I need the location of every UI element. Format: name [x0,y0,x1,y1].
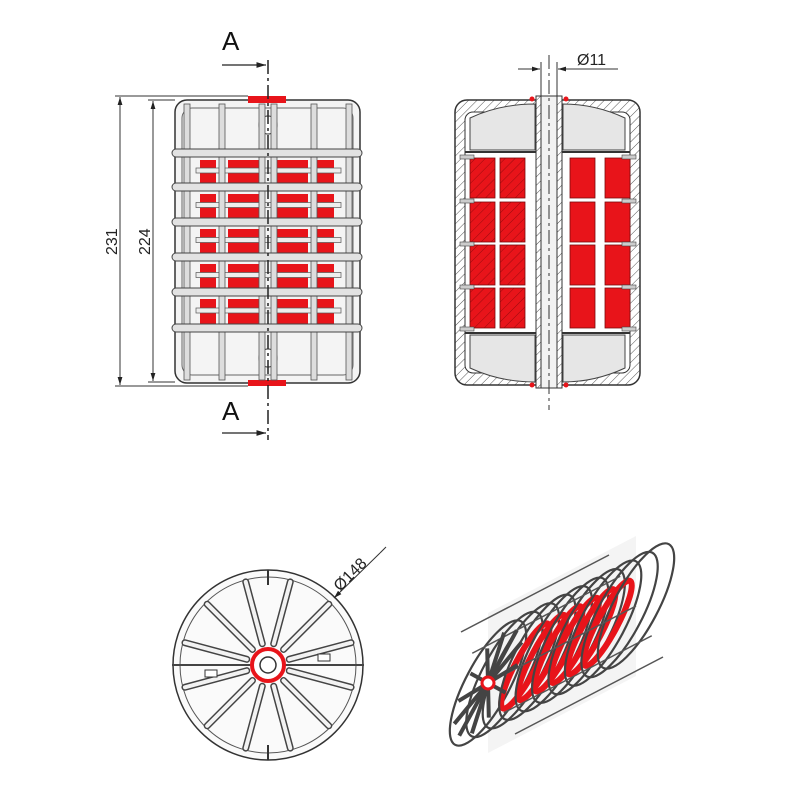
height-dimensions: 231 224 [104,95,248,387]
spoke-inner [243,579,265,646]
dim-shaft-diameter: Ø11 [577,52,606,69]
shell-rib [459,241,475,247]
iso-rib [460,554,610,633]
isometric-view [448,536,676,753]
shell-rib [621,154,637,160]
section-line: A A [222,26,269,440]
iso-cage-ring [580,550,659,679]
iso-magnet-ring [580,577,635,669]
vertical-rib [183,103,191,381]
iso-rib [503,635,653,714]
spoke-inner [287,640,354,662]
spoke-inner [182,640,249,662]
magnet-block [469,201,496,243]
spoke-inner [205,602,255,652]
section-label-top: A [222,26,240,56]
shell-rib [621,326,637,332]
spoke-inner [243,684,265,751]
shell-rib [621,241,637,247]
spoke-inner [281,602,331,652]
dim-outer-diameter: Ø148 [331,555,371,595]
bottom-cap [248,380,286,386]
cage-bar [171,217,363,227]
magnet-block [604,287,631,329]
dim-224: 224 [137,228,154,255]
magnet-block [469,157,496,199]
top-cap [248,96,286,103]
spoke-inner [205,678,255,728]
magnet-block [499,287,526,329]
end-view: Ø148 [172,546,387,761]
magnet-block [604,157,631,199]
front-view [171,96,363,386]
iso-spoke [486,640,524,685]
cage-bar [171,148,363,158]
shell-rib [459,154,475,160]
magnet-block [569,201,596,243]
spoke-inner [271,579,293,646]
iso-rib [514,656,664,735]
magnet-block [499,157,526,199]
spoke-inner [287,668,354,690]
iso-rib [471,575,621,654]
iso-spoke [452,681,490,726]
magnet-block [499,201,526,243]
vertical-rib [345,103,353,381]
vertical-rib [218,103,226,381]
shell-rib [621,284,637,290]
cage-bar [171,182,363,192]
vertical-rib [270,103,278,381]
magnet-block [569,287,596,329]
vertical-rib [258,103,266,381]
shell-rib [621,198,637,204]
shell-rib [459,284,475,290]
shell-rib [459,198,475,204]
magnet-block [469,287,496,329]
magnet-block [469,244,496,286]
magnet-block [604,201,631,243]
cage-bar [171,323,363,333]
magnet-block [569,157,596,199]
section-label-bottom: A [222,396,240,426]
cage-bar [171,252,363,262]
iso-cage-ring [563,559,643,687]
spoke-inner [271,684,293,751]
cage-bar [171,287,363,297]
magnet-block [499,244,526,286]
iso-hub [480,675,496,691]
iso-cage-ring [596,542,676,670]
spoke-inner [182,668,249,690]
vertical-rib [310,103,318,381]
shell-rib [459,326,475,332]
spoke-inner [281,678,331,728]
section-view: Ø11 [454,52,641,410]
magnet-block [604,244,631,286]
iso-cage-ring [448,619,528,747]
magnet-block [569,244,596,286]
dim-231: 231 [104,228,121,255]
